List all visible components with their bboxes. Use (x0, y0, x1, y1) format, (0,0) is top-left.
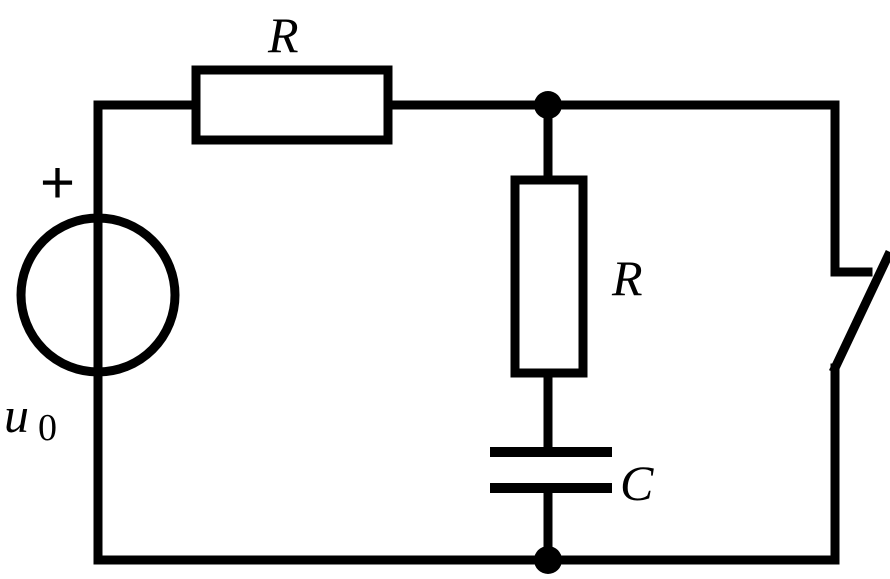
wire-left-top (93, 100, 201, 223)
wire-right-bottom (543, 363, 840, 565)
source-label-subscript: 0 (38, 407, 57, 449)
voltage-source (16, 213, 180, 377)
resistor-middle (510, 175, 588, 378)
capacitor-label: C (620, 455, 654, 511)
resistor-top-label: R (267, 7, 299, 63)
switch-blade (829, 250, 890, 374)
junction-node-bottom (534, 546, 562, 574)
junction-node-top (534, 91, 562, 119)
wire-bottom-left (93, 367, 553, 565)
source-polarity-label: + (40, 149, 75, 216)
source-label: u (4, 387, 29, 443)
resistor-top (191, 65, 393, 145)
capacitor (490, 447, 612, 493)
wires (93, 100, 873, 565)
wire-top-right (543, 100, 873, 277)
resistor-middle-label: R (611, 250, 643, 306)
